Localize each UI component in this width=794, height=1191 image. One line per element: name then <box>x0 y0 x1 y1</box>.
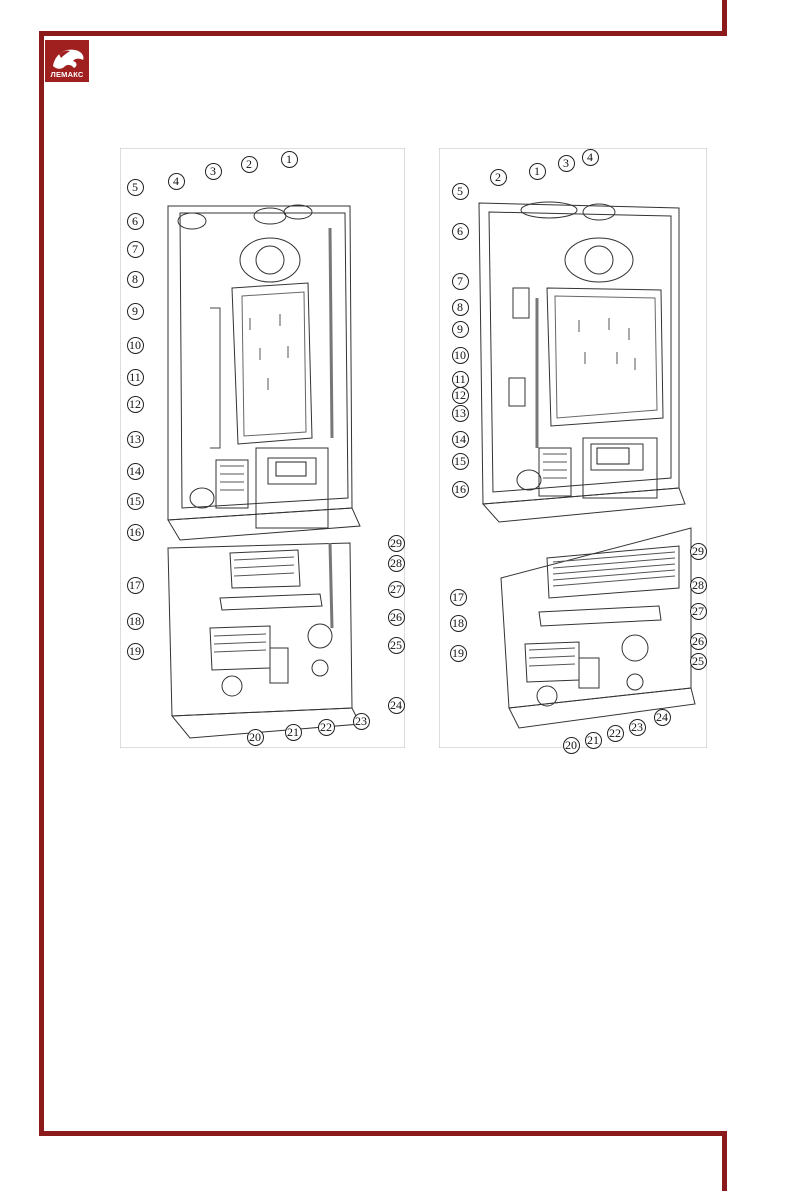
frame-bottom-border <box>39 1131 727 1136</box>
callout-16: 16 <box>126 523 144 541</box>
callout-12: 12 <box>451 386 469 404</box>
callout-12: 12 <box>126 395 144 413</box>
callout-1: 1 <box>280 150 298 168</box>
callout-23: 23 <box>628 718 646 736</box>
callout-17: 17 <box>449 588 467 606</box>
callout-13: 13 <box>126 430 144 448</box>
logo-text: ЛЕМАКС <box>50 70 84 79</box>
callout-26: 26 <box>387 608 405 626</box>
callout-14: 14 <box>451 430 469 448</box>
callout-10: 10 <box>451 346 469 364</box>
frame-top-border <box>39 31 727 36</box>
callout-2: 2 <box>489 168 507 186</box>
callout-15: 15 <box>126 492 144 510</box>
frame-bottom-right-border <box>722 1131 727 1191</box>
callout-3: 3 <box>557 154 575 172</box>
callout-18: 18 <box>449 614 467 632</box>
callout-17: 17 <box>126 576 144 594</box>
callout-25: 25 <box>689 652 707 670</box>
callout-15: 15 <box>451 452 469 470</box>
callout-6: 6 <box>451 222 469 240</box>
callout-20: 20 <box>562 736 580 754</box>
callout-13: 13 <box>451 404 469 422</box>
callout-11: 11 <box>451 370 469 388</box>
callout-16: 16 <box>451 480 469 498</box>
callout-26: 26 <box>689 632 707 650</box>
boiler-drawing-right <box>439 148 707 748</box>
callout-23: 23 <box>352 712 370 730</box>
callout-28: 28 <box>689 576 707 594</box>
frame-left-border <box>39 31 44 1136</box>
callout-4: 4 <box>581 148 599 166</box>
callout-18: 18 <box>126 612 144 630</box>
callout-27: 27 <box>387 580 405 598</box>
callout-3: 3 <box>204 162 222 180</box>
callout-9: 9 <box>451 320 469 338</box>
callout-11: 11 <box>126 368 144 386</box>
boiler-drawing-left <box>120 148 405 748</box>
lion-head-icon <box>45 40 89 82</box>
callout-9: 9 <box>126 302 144 320</box>
callout-7: 7 <box>126 240 144 258</box>
callout-10: 10 <box>126 336 144 354</box>
callout-14: 14 <box>126 462 144 480</box>
callout-22: 22 <box>606 724 624 742</box>
brand-logo: ЛЕМАКС <box>45 40 89 82</box>
callout-29: 29 <box>689 542 707 560</box>
callout-29: 29 <box>387 534 405 552</box>
callout-8: 8 <box>451 298 469 316</box>
callout-24: 24 <box>387 696 405 714</box>
callout-2: 2 <box>240 155 258 173</box>
frame-top-right-border <box>722 0 727 36</box>
callout-28: 28 <box>387 554 405 572</box>
callout-21: 21 <box>584 731 602 749</box>
callout-27: 27 <box>689 602 707 620</box>
callout-21: 21 <box>284 723 302 741</box>
callout-22: 22 <box>317 718 335 736</box>
callout-4: 4 <box>167 172 185 190</box>
callout-24: 24 <box>653 708 671 726</box>
callout-7: 7 <box>451 272 469 290</box>
callout-25: 25 <box>387 636 405 654</box>
callout-19: 19 <box>126 642 144 660</box>
callout-19: 19 <box>449 644 467 662</box>
callout-1: 1 <box>528 162 546 180</box>
callout-5: 5 <box>451 182 469 200</box>
callout-8: 8 <box>126 270 144 288</box>
callout-5: 5 <box>126 178 144 196</box>
callout-20: 20 <box>246 728 264 746</box>
callout-6: 6 <box>126 212 144 230</box>
